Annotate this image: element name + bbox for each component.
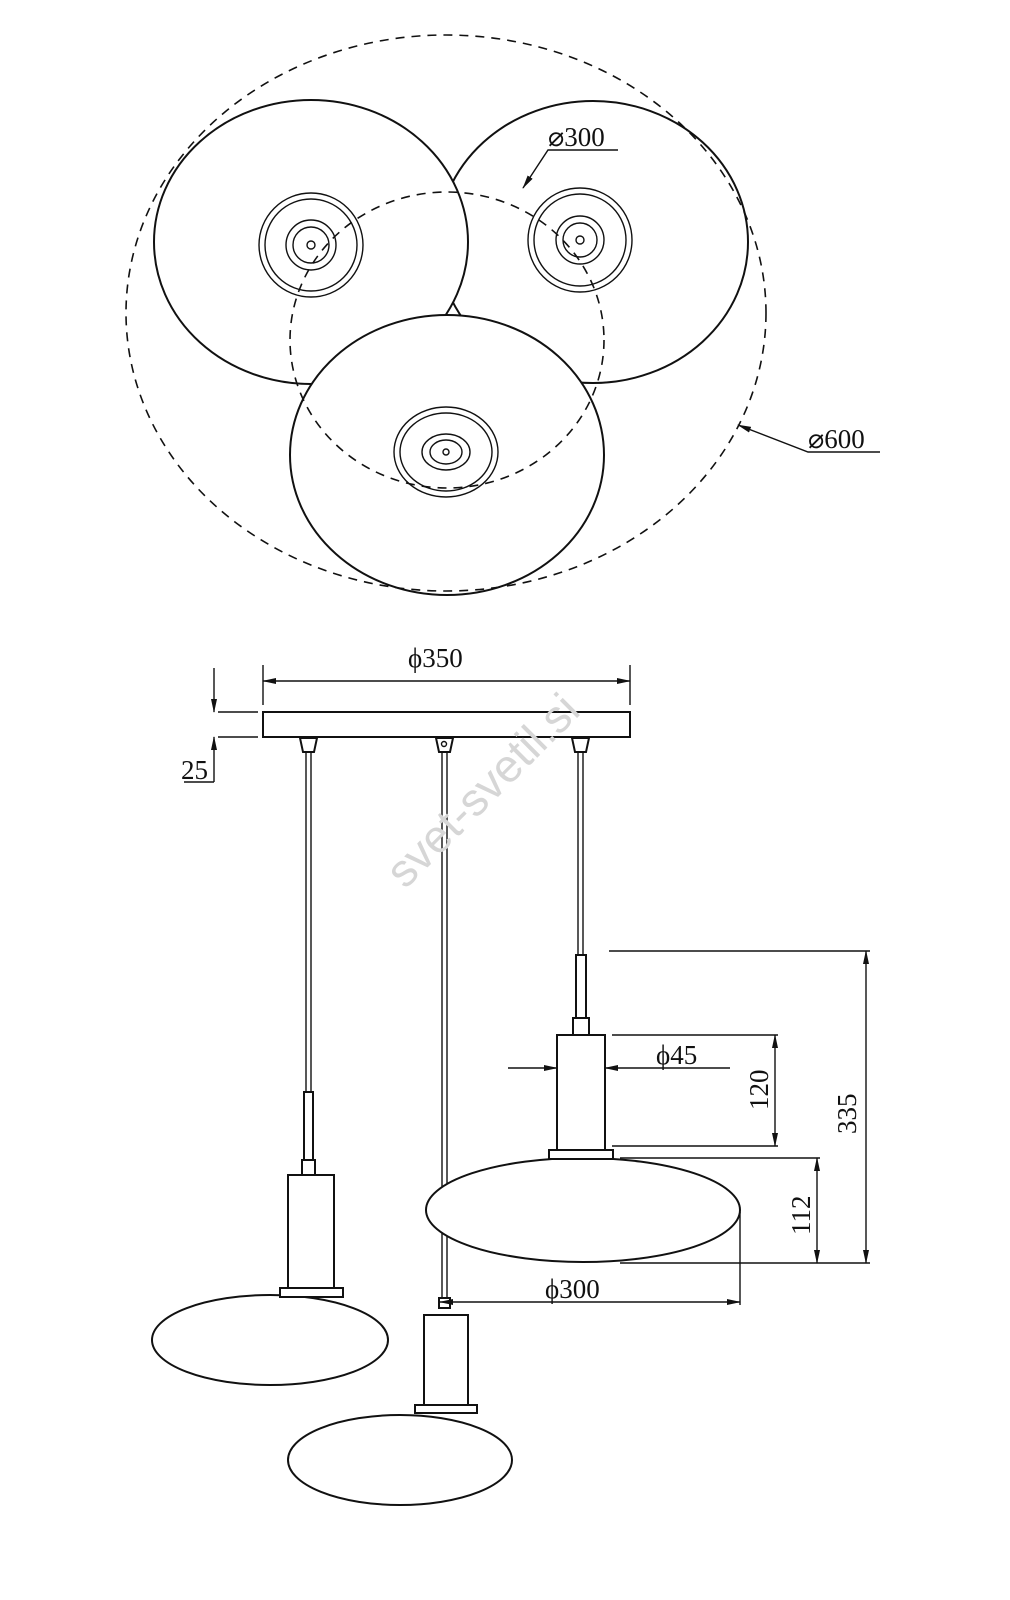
canopy-height-label: 25 [181, 755, 208, 785]
hub-right [527, 187, 633, 293]
watermark: svet-svetil.si [375, 683, 589, 897]
side-view: ϕ350 25 [151, 643, 870, 1506]
top-view: ⌀300 ⌀600 [125, 34, 880, 596]
holder-diameter-label: ϕ45 [656, 1040, 697, 1070]
leader-300 [522, 149, 618, 189]
hub-bottom [393, 406, 499, 498]
overall-diameter-circle [125, 34, 767, 592]
shade-height-label: 112 [786, 1196, 816, 1236]
holder-height-label: 120 [744, 1070, 774, 1111]
overall-diameter-label: ⌀600 [808, 424, 865, 454]
hub-left [258, 192, 364, 298]
total-height-label: 335 [832, 1094, 862, 1135]
shade-diameter-label: ϕ300 [545, 1274, 600, 1304]
canopy-diameter-label: ϕ350 [408, 643, 463, 673]
leader-600 [737, 424, 880, 453]
pendant-left [151, 752, 389, 1386]
pitch-circle [289, 191, 605, 489]
pendant-right [425, 752, 741, 1263]
shade-diameter-label-top: ⌀300 [548, 122, 605, 152]
pendant-middle [287, 752, 513, 1506]
